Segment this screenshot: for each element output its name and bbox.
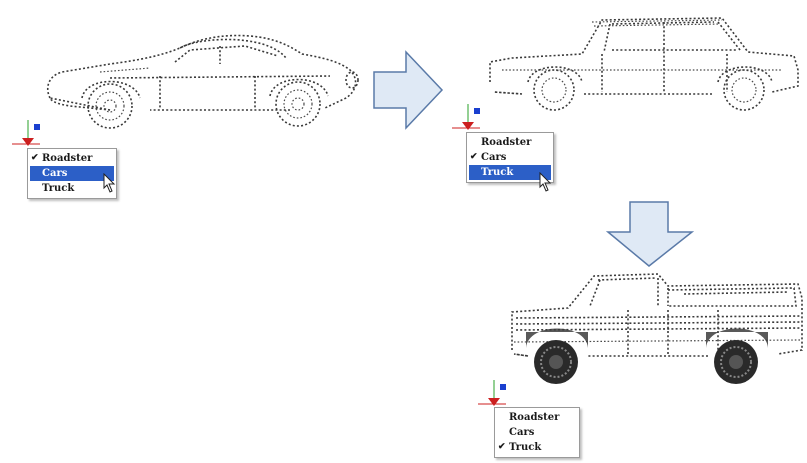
context-menu-truck: Roadster Cars ✔ Truck: [494, 407, 580, 458]
checkmark-icon: ✔: [31, 153, 39, 163]
arrow-down-icon: [606, 201, 694, 267]
menu-item-roadster[interactable]: Roadster: [495, 410, 579, 425]
grip-icon[interactable]: [12, 118, 42, 148]
checkmark-icon: ✔: [470, 152, 478, 162]
sedan-vehicle: [489, 17, 799, 111]
menu-item-label: Truck: [42, 183, 75, 194]
menu-item-roadster[interactable]: ✔ Roadster: [28, 151, 116, 166]
menu-item-label: Roadster: [42, 153, 93, 164]
roadster-vehicle: [46, 34, 359, 129]
truck-vehicle: [511, 273, 803, 384]
tire-front: [534, 340, 578, 384]
grip-icon[interactable]: [452, 102, 482, 132]
menu-item-truck[interactable]: Truck: [469, 165, 551, 180]
menu-item-cars[interactable]: Cars: [30, 166, 114, 181]
context-menu-sedan: Roadster ✔ Cars Truck: [466, 132, 554, 183]
menu-item-cars[interactable]: Cars: [495, 425, 579, 440]
mouse-cursor-icon: [539, 172, 552, 192]
menu-item-truck[interactable]: ✔ Truck: [495, 440, 579, 455]
grip-icon[interactable]: [478, 378, 508, 408]
menu-item-label: Cars: [509, 427, 535, 438]
context-menu-roadster: ✔ Roadster Cars Truck: [27, 148, 117, 199]
mouse-cursor-icon: [103, 173, 116, 193]
menu-item-label: Roadster: [509, 412, 560, 423]
menu-item-label: Roadster: [481, 137, 532, 148]
arrow-right-icon: [373, 50, 444, 130]
tire-rear: [714, 340, 758, 384]
menu-item-label: Cars: [481, 152, 507, 163]
menu-item-label: Truck: [481, 167, 514, 178]
menu-item-cars[interactable]: ✔ Cars: [467, 150, 553, 165]
menu-item-truck[interactable]: Truck: [28, 181, 116, 196]
menu-item-roadster[interactable]: Roadster: [467, 135, 553, 150]
checkmark-icon: ✔: [498, 442, 506, 452]
menu-item-label: Cars: [42, 168, 68, 179]
menu-item-label: Truck: [509, 442, 542, 453]
